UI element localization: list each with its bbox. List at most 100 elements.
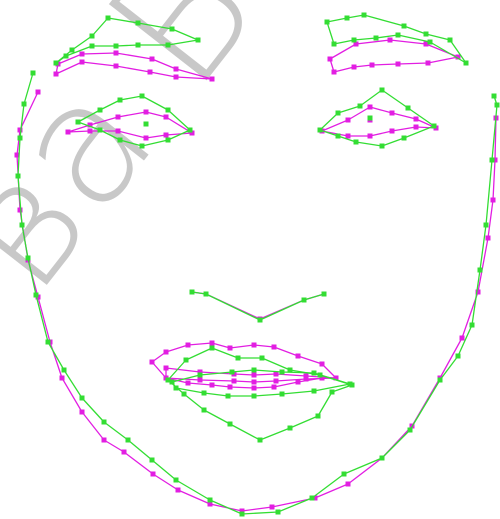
magenta-jaw-landmark: [491, 198, 496, 203]
green-jaw-landmark: [380, 456, 385, 461]
magenta-right-eye-landmark: [368, 105, 373, 110]
magenta-mouth-outer-landmark: [296, 354, 301, 359]
green-jaw-landmark: [18, 136, 23, 141]
magenta-left-brow-landmark: [148, 70, 153, 75]
magenta-mouth-inner-landmark: [198, 378, 203, 383]
green-jaw-landmark: [484, 223, 489, 228]
green-jaw-landmark: [478, 268, 483, 273]
green-right-eye-landmark: [318, 128, 323, 133]
watermark-layer: ва БГУ: [0, 0, 420, 325]
magenta-right-eye-landmark: [346, 118, 351, 123]
magenta-jaw-landmark: [346, 482, 351, 487]
magenta-left-eye-landmark: [116, 129, 121, 134]
magenta-mouth-outer-landmark: [252, 343, 257, 348]
green-mouth-inner-landmark: [280, 392, 285, 397]
magenta-jaw-landmark: [60, 376, 65, 381]
green-mouth-outer-landmark: [210, 346, 215, 351]
green-mouth-inner-landmark: [170, 380, 175, 385]
green-left-eye-landmark: [118, 138, 123, 143]
magenta-left-eye-landmark: [164, 115, 169, 120]
green-right-brow-landmark: [325, 20, 330, 25]
magenta-right-eye-landmark: [414, 117, 419, 122]
green-left-eye-landmark: [140, 144, 145, 149]
magenta-mouth-outer-landmark: [150, 360, 155, 365]
magenta-mouth-outer-landmark: [210, 341, 215, 346]
green-right-brow-landmark: [464, 61, 469, 66]
magenta-left-brow-landmark: [150, 57, 155, 62]
green-jaw-landmark: [22, 102, 27, 107]
green-jaw-landmark: [62, 368, 67, 373]
green-jaw-landmark: [240, 512, 245, 517]
magenta-mouth-outer-landmark: [186, 381, 191, 386]
magenta-mouth-outer-landmark: [228, 385, 233, 390]
magenta-right-eye-landmark: [414, 125, 419, 130]
magenta-mouth-outer-landmark: [272, 345, 277, 350]
green-right-brow-landmark: [428, 40, 433, 45]
magenta-left-brow-landmark: [80, 60, 85, 65]
green-jaw-landmark: [16, 174, 21, 179]
magenta-right-brow-landmark: [332, 70, 337, 75]
green-left-brow-landmark: [106, 16, 111, 21]
green-left-brow-landmark: [170, 27, 175, 32]
green-right-brow-landmark: [332, 42, 337, 47]
green-mouth-inner-landmark: [312, 371, 317, 376]
green-jaw-landmark: [310, 496, 315, 501]
green-left-eye-landmark: [188, 128, 193, 133]
magenta-right-brow-landmark: [426, 61, 431, 66]
green-pupil-landmark: [144, 122, 149, 127]
green-nose-landmark: [322, 292, 327, 297]
magenta-left-brow-landmark: [174, 75, 179, 80]
magenta-mouth-inner-landmark: [252, 380, 257, 385]
green-mouth-inner-landmark: [312, 389, 317, 394]
green-left-eye-landmark: [76, 120, 81, 125]
green-right-brow-landmark: [362, 13, 367, 18]
magenta-mouth-outer-landmark: [164, 350, 169, 355]
green-mouth-outer-landmark: [330, 390, 335, 395]
green-left-eye-landmark: [118, 98, 123, 103]
green-pupil-landmark: [368, 116, 373, 121]
green-left-brow-landmark: [136, 21, 141, 26]
green-jaw-landmark: [102, 420, 107, 425]
green-mouth-outer-landmark: [288, 426, 293, 431]
green-nose-landmark: [190, 290, 195, 295]
green-left-brow-landmark: [136, 43, 141, 48]
green-left-eye-landmark: [140, 94, 145, 99]
green-mouth-outer-landmark: [316, 414, 321, 419]
green-right-eye-landmark: [358, 104, 363, 109]
magenta-right-brow-landmark: [388, 38, 393, 43]
green-right-brow-landmark: [352, 38, 357, 43]
magenta-left-eye-landmark: [116, 115, 121, 120]
magenta-left-eye-landmark: [144, 136, 149, 141]
green-left-eye-landmark: [166, 108, 171, 113]
magenta-jaw-landmark: [486, 236, 491, 241]
magenta-right-eye-landmark: [368, 134, 373, 139]
green-right-brow-landmark: [345, 16, 350, 21]
green-right-eye-landmark: [380, 88, 385, 93]
green-left-brow-landmark: [196, 38, 201, 43]
green-nose-landmark: [302, 298, 307, 303]
green-mouth-inner-landmark: [198, 373, 203, 378]
magenta-jaw-landmark: [176, 488, 181, 493]
magenta-right-brow-landmark: [370, 63, 375, 68]
green-mouth-inner-landmark: [226, 394, 231, 399]
green-mouth-inner-landmark: [202, 391, 207, 396]
green-jaw-landmark: [80, 396, 85, 401]
watermark-text: ва БГУ: [0, 0, 420, 325]
green-right-brow-landmark: [448, 38, 453, 43]
green-jaw-landmark: [26, 256, 31, 261]
green-jaw-landmark: [342, 472, 347, 477]
magenta-jaw-landmark: [151, 472, 156, 477]
green-left-brow-landmark: [64, 54, 69, 59]
green-right-brow-landmark: [396, 33, 401, 38]
magenta-jaw-landmark: [102, 438, 107, 443]
green-jaw-landmark: [46, 340, 51, 345]
green-jaw-landmark: [438, 378, 443, 383]
green-left-eye-landmark: [166, 138, 171, 143]
green-jaw-landmark: [470, 323, 475, 328]
magenta-mouth-inner-landmark: [252, 373, 257, 378]
green-left-brow-landmark: [166, 43, 171, 48]
magenta-right-eye-landmark: [390, 129, 395, 134]
green-mouth-outer-landmark: [202, 408, 207, 413]
magenta-mouth-outer-landmark: [252, 386, 257, 391]
